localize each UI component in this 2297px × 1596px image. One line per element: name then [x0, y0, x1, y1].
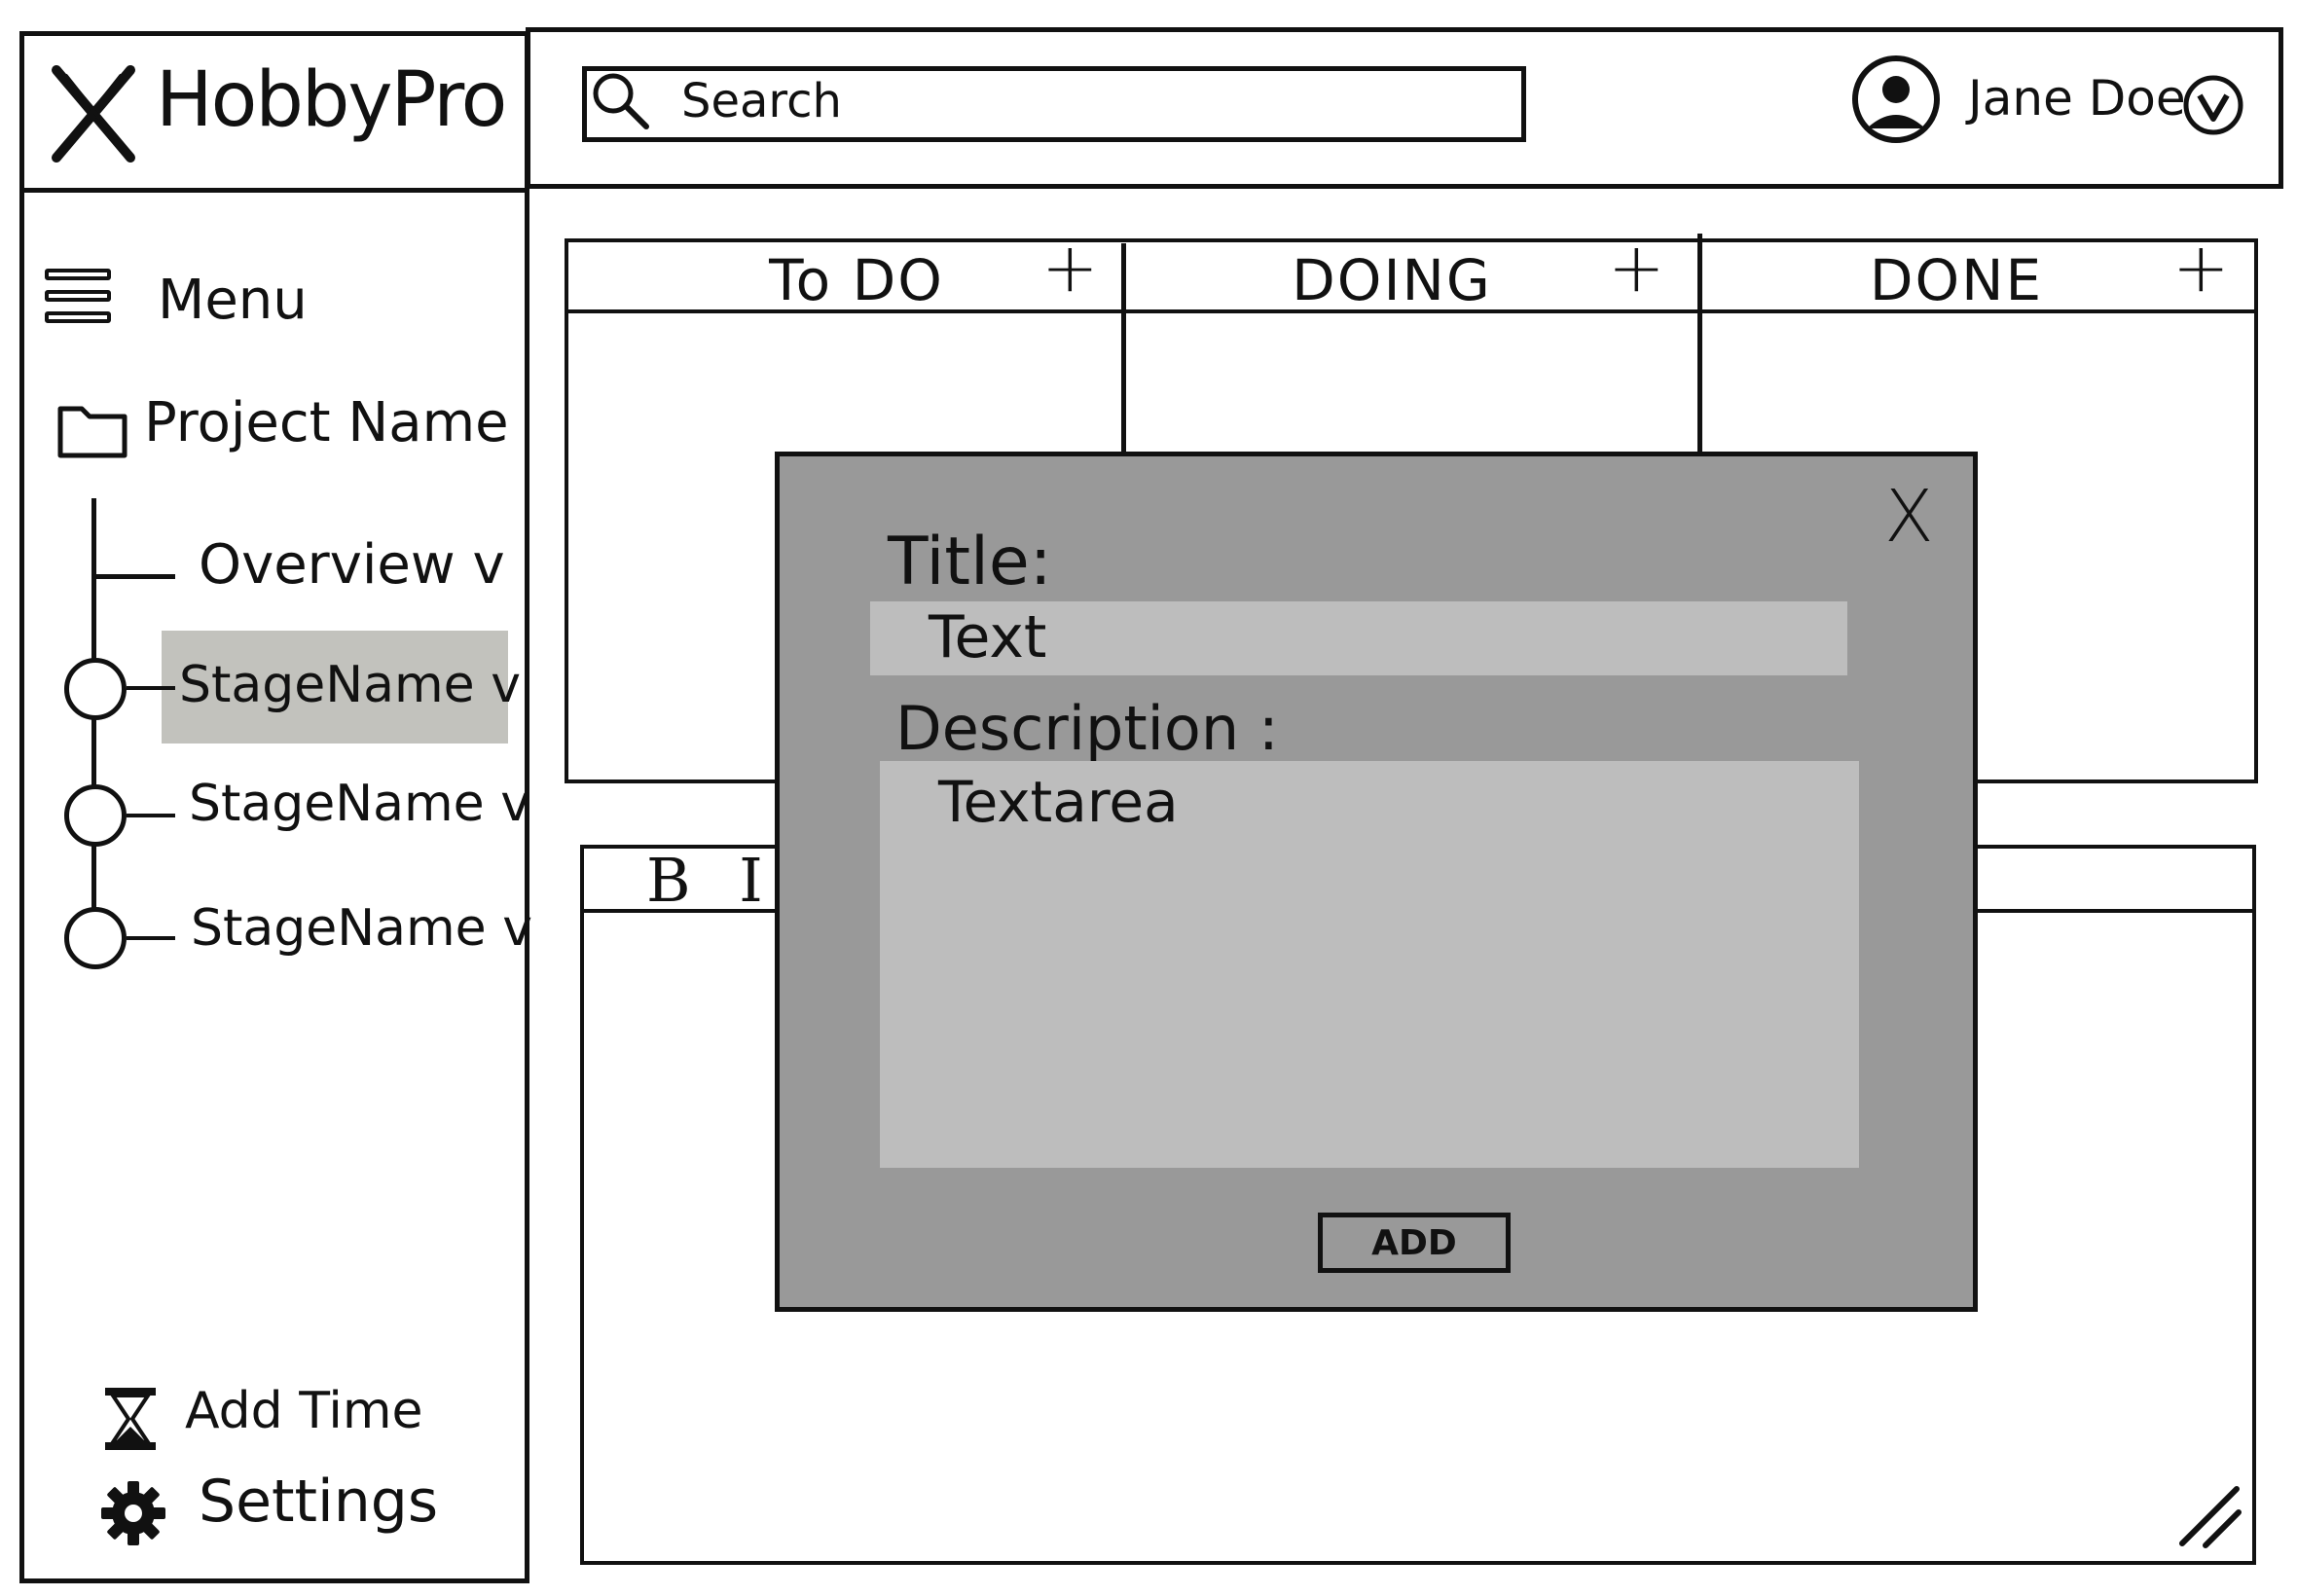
description-textarea[interactable]	[880, 761, 1859, 1168]
menu-label[interactable]: Menu	[158, 269, 308, 332]
settings-link[interactable]: Settings	[199, 1468, 439, 1536]
stage-branch	[127, 686, 175, 690]
kanban-header-divider	[565, 309, 2258, 313]
column-title-done: DONE	[1869, 247, 2044, 313]
chevron-down-circle-icon[interactable]	[2180, 72, 2246, 138]
sidebar-item-overview[interactable]: Overview v	[199, 533, 505, 597]
sidebar-stage-item[interactable]: StageName v	[179, 656, 521, 714]
title-label: Title:	[888, 524, 1052, 600]
avatar-icon[interactable]	[1849, 53, 1943, 146]
search-icon	[593, 73, 649, 129]
description-label: Description :	[895, 693, 1279, 764]
add-card-done-button[interactable]: +	[2172, 228, 2230, 308]
hamburger-icon[interactable]	[45, 263, 117, 335]
stage-node	[64, 784, 127, 847]
resize-handle-icon[interactable]	[2176, 1483, 2244, 1551]
add-button[interactable]: ADD	[1318, 1213, 1511, 1273]
search-placeholder: Search	[681, 74, 842, 128]
hourglass-icon	[105, 1388, 156, 1450]
stage-branch	[127, 814, 175, 817]
column-title-todo: To DO	[769, 247, 944, 313]
title-input-value: Text	[929, 603, 1047, 671]
tree-branch	[93, 574, 175, 579]
folder-icon	[57, 406, 128, 458]
add-card-doing-button[interactable]: +	[1608, 228, 1665, 308]
stage-branch	[127, 936, 175, 940]
add-time-link[interactable]: Add Time	[185, 1382, 423, 1440]
sidebar-stage-item[interactable]: StageName v	[191, 899, 532, 958]
stage-node	[64, 907, 127, 969]
bold-button[interactable]: B	[646, 845, 691, 916]
close-icon[interactable]: X	[1884, 475, 1934, 559]
brand-name: HobbyPro	[156, 56, 507, 144]
italic-button[interactable]: I	[739, 845, 763, 916]
add-card-todo-button[interactable]: +	[1041, 228, 1099, 308]
search-input[interactable]	[582, 66, 1526, 142]
gear-icon[interactable]	[99, 1479, 167, 1547]
column-title-doing: DOING	[1292, 247, 1492, 313]
selected-stage-highlight	[162, 631, 508, 744]
title-input[interactable]	[870, 601, 1847, 675]
project-name[interactable]: Project Name	[144, 391, 509, 454]
header-bar	[526, 27, 2283, 189]
stage-node	[64, 658, 127, 720]
sidebar-stage-item[interactable]: StageName v	[189, 775, 530, 833]
description-textarea-value: Textarea	[938, 769, 1179, 835]
editor-toolbar: B I	[646, 845, 763, 916]
user-name[interactable]: Jane Doe	[1968, 70, 2186, 127]
crossed-tools-icon	[52, 65, 135, 163]
